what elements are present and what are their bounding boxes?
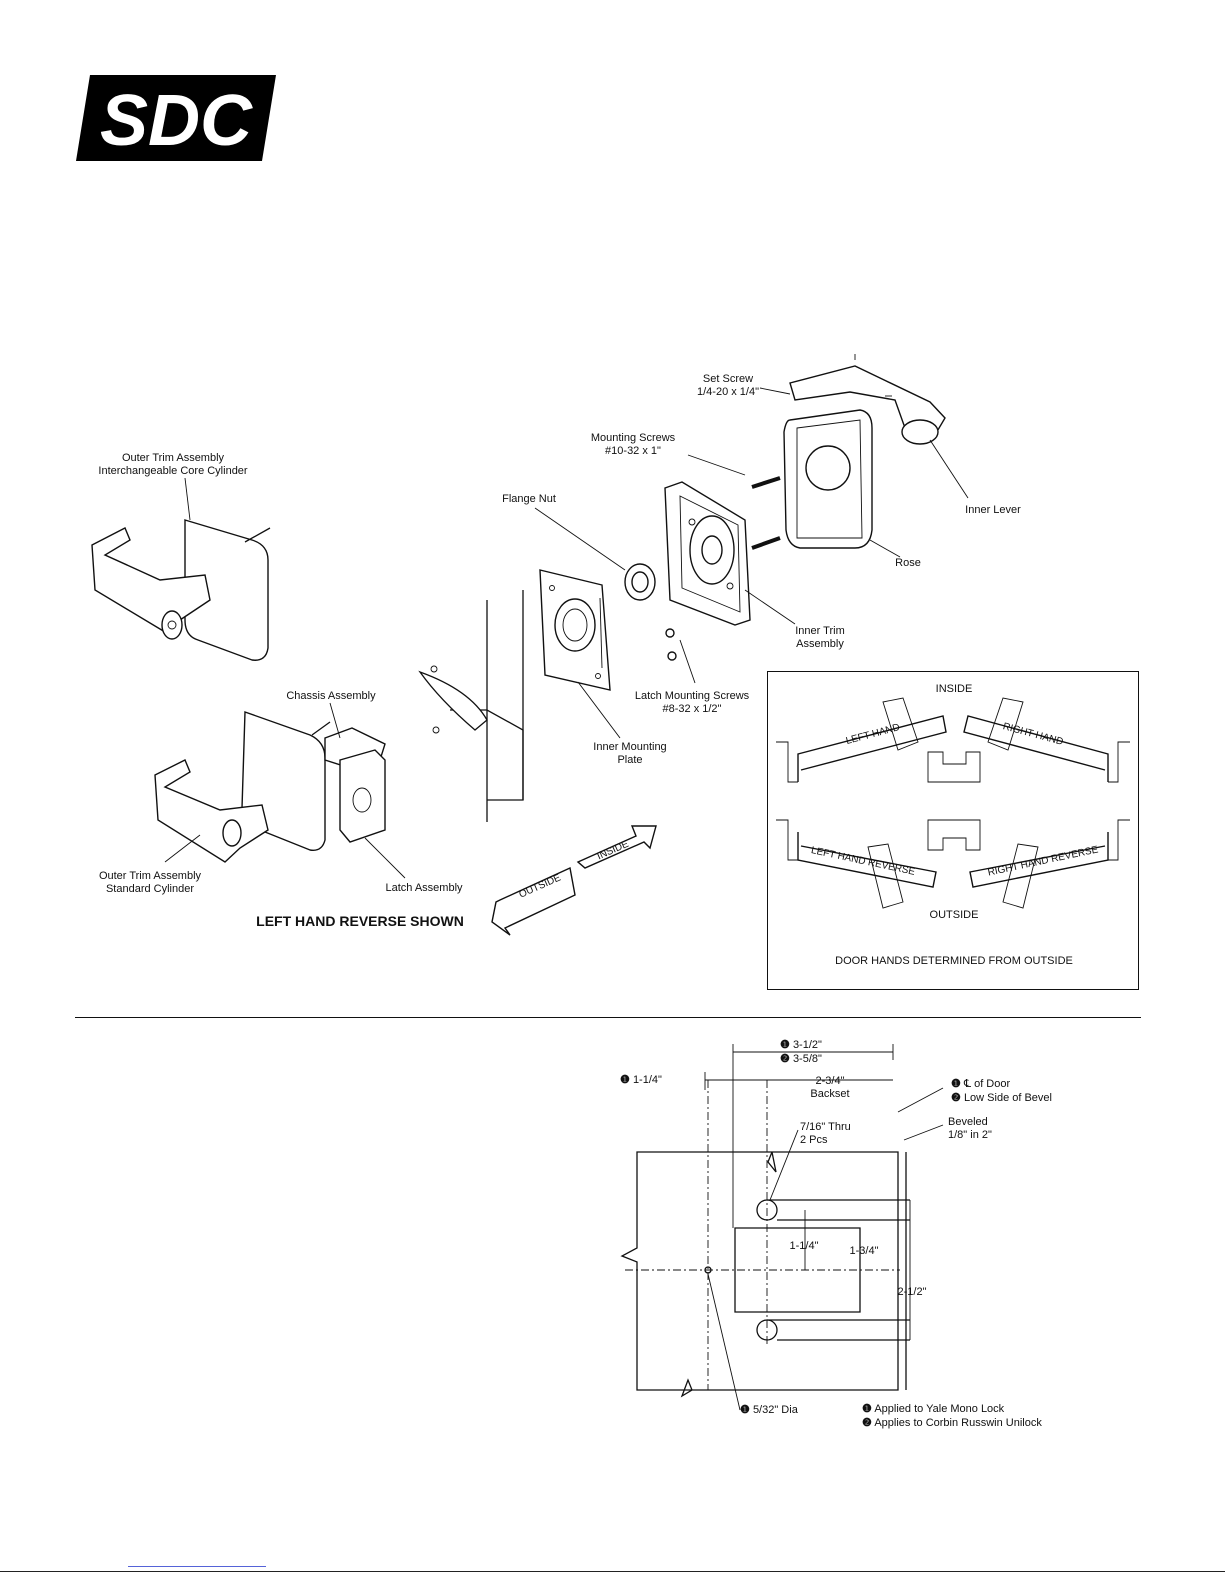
logo-text: SDC — [100, 81, 253, 161]
latch-assembly-label: Latch Assembly — [385, 882, 463, 894]
latch-mounting-screws-label-line2: #8-32 x 1/2" — [662, 703, 722, 715]
left-hand-reverse-caption: LEFT HAND REVERSE SHOWN — [256, 913, 464, 929]
outer-trim-ic-shape — [91, 519, 271, 661]
rose-label: Rose — [895, 557, 921, 569]
footer-rule — [0, 1571, 1225, 1572]
marker-1-icon: ❶ — [780, 1039, 790, 1051]
leader-lines — [164, 387, 969, 879]
note-1-label: ❶ Applied to Yale Mono Lock — [862, 1403, 1062, 1416]
beveled-label: Beveled 1/8" in 2" — [948, 1116, 1038, 1142]
outer-trim-ic-label-line1: Outer Trim Assembly — [121, 452, 225, 464]
outer-trim-ic-label-line2: Interchangeable Core Cylinder — [98, 465, 248, 477]
sdc-logo: SDC — [76, 75, 276, 161]
marker-2-icon: ❷ — [951, 1092, 961, 1104]
note-2-text: Applies to Corbin Russwin Unilock — [874, 1417, 1042, 1429]
thru-holes-label: 7/16" Thru 2 Pcs — [800, 1121, 890, 1147]
footer-link-underline[interactable] — [128, 1566, 266, 1567]
inner-lever-shape — [789, 354, 946, 445]
rose-shape — [783, 409, 873, 549]
inner-trim-label-line2: Assembly — [796, 638, 844, 650]
mounting-screws-label: Mounting Screws #10-32 x 1" — [577, 432, 689, 458]
mounting-screws-label-line2: #10-32 x 1" — [605, 445, 661, 457]
mounting-screws-shape — [751, 476, 781, 550]
door-hands-drawing — [776, 697, 1130, 909]
direction-arrows-shape — [491, 825, 657, 936]
logo-mark: SDC — [76, 75, 276, 161]
thru-holes-line2: 2 Pcs — [800, 1134, 828, 1146]
door-hands-note: DOOR HANDS DETERMINED FROM OUTSIDE — [835, 955, 1073, 967]
latch-screws-shape — [665, 628, 677, 661]
set-screw-label: Set Screw 1/4-20 x 1/4" — [683, 373, 773, 399]
set-screw-label-line1: Set Screw — [702, 373, 754, 385]
dim-v-1-3-4-label: 1-3/4" — [849, 1245, 879, 1257]
backset-label: 2-3/4" Backset — [795, 1075, 865, 1101]
dia-value: 5/32" Dia — [752, 1404, 798, 1416]
outer-trim-standard-label-line1: Outer Trim Assembly — [98, 870, 202, 882]
inner-trim-label-line1: Inner Trim — [795, 625, 845, 637]
inner-mounting-plate-shape — [539, 569, 611, 691]
marker-1-icon: ❶ — [951, 1078, 961, 1090]
marker-1-icon: ❶ — [862, 1403, 872, 1415]
hands-inside-label: INSIDE — [935, 683, 973, 695]
marker-2-icon: ❷ — [862, 1417, 872, 1429]
chassis-assembly-label: Chassis Assembly — [286, 690, 376, 702]
door-hands-box: INSIDE LEFT HAND RIGHT HAND LEFT HAND RE… — [767, 671, 1139, 990]
section-divider — [75, 1017, 1141, 1018]
dim-1-1-4-value: 1-1/4" — [632, 1074, 662, 1086]
dia-label: ❶ 5/32" Dia — [740, 1404, 820, 1417]
door-edge-shape — [418, 590, 524, 822]
note-1-text: Applied to Yale Mono Lock — [874, 1403, 1005, 1415]
note-2-label: ❷ Applies to Corbin Russwin Unilock — [862, 1417, 1082, 1430]
low-side-bevel-text: Low Side of Bevel — [963, 1092, 1052, 1104]
centerline-door-text: of Door — [974, 1078, 1011, 1090]
dim-3-1-2-value: 3-1/2" — [792, 1039, 822, 1051]
mounting-screws-label-line1: Mounting Screws — [590, 432, 676, 444]
centerline-door-label: ❶ ℄ of Door — [951, 1078, 1081, 1091]
inner-trim-shape — [664, 481, 751, 626]
flange-nut-label: Flange Nut — [502, 493, 556, 505]
flange-nut-shape — [624, 563, 656, 601]
dim-1-1-4-label: ❶ 1-1/4" — [620, 1074, 700, 1087]
latch-mounting-screws-label: Latch Mounting Screws #8-32 x 1/2" — [622, 690, 762, 716]
dim-3-1-2-label: ❶ 3-1/2" — [780, 1039, 860, 1052]
dim-3-5-8-label: ❷ 3-5/8" — [780, 1053, 860, 1066]
marker-1-icon: ❶ — [620, 1074, 630, 1086]
outer-trim-ic-label: Outer Trim Assembly Interchangeable Core… — [78, 452, 268, 478]
marker-2-icon: ❷ — [780, 1053, 790, 1065]
low-side-bevel-label: ❷ Low Side of Bevel — [951, 1092, 1081, 1105]
dim-v-1-1-4-label: 1-1/4" — [789, 1240, 819, 1252]
backset-text: Backset — [810, 1088, 850, 1100]
dim-3-5-8-value: 3-5/8" — [792, 1053, 822, 1065]
dim-v-2-1-2-label: 2-1/2" — [897, 1286, 927, 1298]
backset-value: 2-3/4" — [815, 1075, 845, 1087]
set-screw-label-line2: 1/4-20 x 1/4" — [697, 386, 759, 398]
thru-holes-line1: 7/16" Thru — [800, 1121, 851, 1133]
centerline-icon: ℄ — [963, 1078, 972, 1090]
beveled-line1: Beveled — [948, 1116, 988, 1128]
inner-lever-label: Inner Lever — [965, 504, 1021, 516]
hands-outside-label: OUTSIDE — [929, 909, 979, 921]
outer-trim-standard-label-line2: Standard Cylinder — [105, 883, 195, 895]
inner-mounting-plate-label-line1: Inner Mounting — [593, 741, 667, 753]
outer-trim-standard-shape — [154, 711, 386, 863]
marker-1-icon: ❶ — [740, 1404, 750, 1416]
inner-mounting-plate-label-line2: Plate — [617, 754, 643, 766]
outer-trim-standard-label: Outer Trim Assembly Standard Cylinder — [80, 870, 220, 896]
inner-mounting-plate-label: Inner Mounting Plate — [590, 741, 670, 767]
beveled-line2: 1/8" in 2" — [948, 1129, 992, 1141]
latch-mounting-screws-label-line1: Latch Mounting Screws — [634, 690, 750, 702]
inner-trim-label: Inner Trim Assembly — [785, 625, 855, 651]
